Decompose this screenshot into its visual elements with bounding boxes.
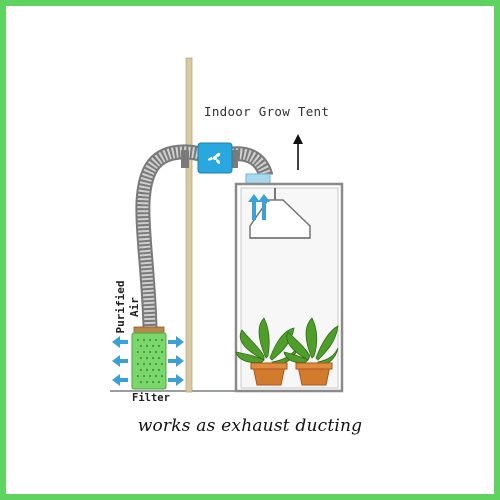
filter-label: Filter [132, 392, 170, 404]
up-arrow-icon [293, 134, 303, 170]
purified-air-line2: Air [128, 297, 141, 317]
air-arrow-row-2 [112, 355, 184, 367]
purified-air-line1: Purified [114, 280, 127, 334]
double-arrow-icon [112, 336, 184, 386]
plant-left [235, 317, 299, 386]
inflow-arrows [248, 194, 270, 220]
plant-right [283, 317, 339, 386]
fan-icon [207, 152, 221, 164]
purified-air-label: Purified Air [114, 272, 148, 342]
air-arrow-row-3 [112, 374, 184, 386]
indoor-grow-tent-label: Indoor Grow Tent [204, 104, 330, 119]
flexible-duct [135, 144, 274, 329]
air-arrow-row-1 [112, 336, 184, 348]
support-pole [185, 57, 193, 393]
caption-text: works as exhaust ducting [137, 416, 363, 436]
tent-duct-collar [245, 173, 271, 185]
inline-fan [197, 142, 233, 174]
carbon-filter [131, 326, 167, 390]
